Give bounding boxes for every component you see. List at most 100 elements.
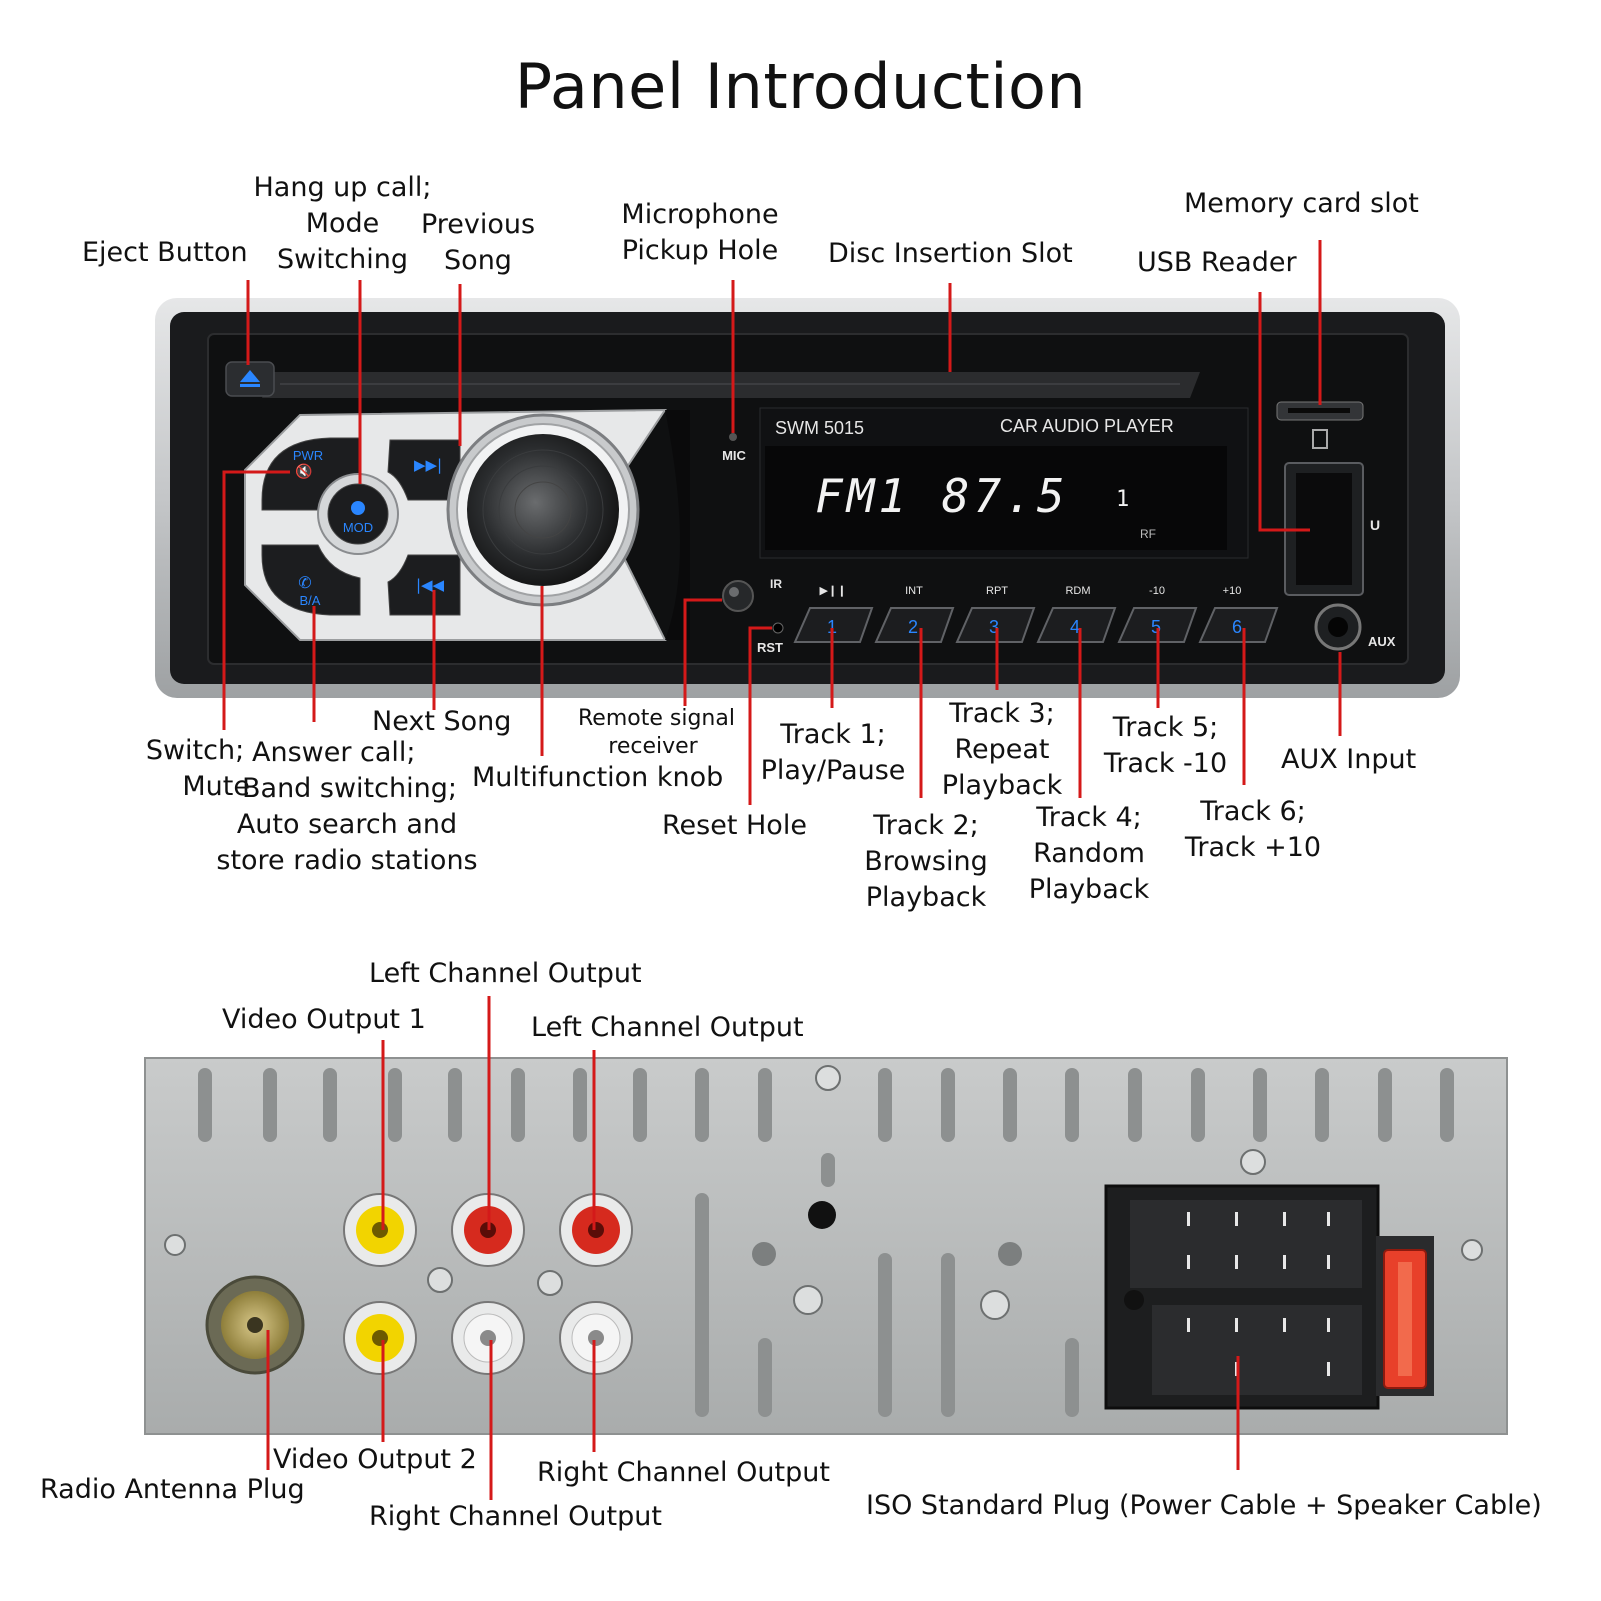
usb-label: U	[1370, 517, 1380, 533]
ba-label: B/A	[300, 593, 321, 608]
track-4-button[interactable]	[1036, 607, 1117, 643]
label-line: Browsing	[864, 846, 988, 877]
label-line: store radio stations	[216, 845, 478, 876]
lcd-frequency: FM1 87.5	[815, 469, 1069, 523]
rca-right-2[interactable]	[451, 1301, 525, 1375]
label-line: Pickup Hole	[621, 235, 779, 266]
callout-lines	[222, 240, 1342, 1500]
skip-forward-icon: ▶▶|	[414, 456, 442, 474]
rca-right-1[interactable]	[559, 1301, 633, 1375]
label-line: Mute	[182, 771, 250, 802]
label-line: Track -10	[1103, 748, 1228, 779]
label-left-channel-1: Left Channel Output	[369, 958, 642, 989]
label-line: Auto search and	[236, 809, 458, 840]
track-6-number: 6	[1232, 617, 1242, 637]
sd-card-icon	[1312, 429, 1328, 449]
track-4-number: 4	[1070, 617, 1080, 637]
label-line: Random	[1033, 838, 1145, 869]
microphone-hole	[729, 433, 737, 441]
rst-label: RST	[757, 640, 783, 655]
label-switch-mute: Switch; Mute	[140, 733, 250, 805]
track-6-button[interactable]	[1198, 607, 1279, 643]
label-eject-button: Eject Button	[82, 237, 248, 268]
label-track-5: Track 5; Track -10	[1098, 710, 1233, 782]
rca-video-1[interactable]	[343, 1193, 417, 1267]
answer-call-button[interactable]	[261, 544, 361, 616]
reset-hole[interactable]	[772, 622, 784, 634]
label-track-1: Track 1; Play/Pause	[758, 717, 908, 789]
label-line: Track +10	[1184, 832, 1322, 863]
label-line: Switching	[276, 244, 409, 275]
label-line: receiver	[608, 734, 698, 759]
fn-label-2: INT	[905, 585, 923, 597]
label-multifunction-knob: Multifunction knob	[472, 762, 724, 793]
label-usb-reader: USB Reader	[1137, 247, 1297, 278]
eject-icon	[240, 370, 260, 382]
label-line: Hang up call;	[253, 172, 432, 203]
fn-label-row: ▶❙❙ INT RPT RDM -10 +10	[820, 585, 1242, 597]
mode-icon	[351, 501, 365, 515]
label-line: Playback	[941, 770, 1063, 801]
lcd-display	[765, 446, 1227, 550]
label-line: Track 2;	[873, 810, 979, 841]
fn-label-6: +10	[1223, 585, 1242, 597]
label-track-3: Track 3; Repeat Playback	[937, 696, 1067, 804]
label-line: Track 5;	[1112, 712, 1219, 743]
label-line: Song	[444, 245, 512, 276]
pwr-label: PWR	[293, 448, 323, 463]
aux-label: AUX	[1368, 634, 1396, 649]
label-reset-hole: Reset Hole	[662, 810, 807, 841]
fn-label-3: RPT	[986, 585, 1008, 597]
model-label: SWM 5015	[775, 418, 864, 438]
label-mode-switching: Hang up call; Mode Switching	[250, 170, 435, 278]
label-radio-antenna: Radio Antenna Plug	[40, 1474, 305, 1505]
remote-receiver	[722, 580, 754, 612]
rf-indicator: RF	[1140, 527, 1156, 541]
label-track-2: Track 2; Browsing Playback	[858, 808, 994, 916]
track-1-number: 1	[827, 617, 837, 637]
track-5-button[interactable]	[1117, 607, 1198, 643]
label-line: Playback	[1028, 874, 1150, 905]
track-1-button[interactable]	[793, 607, 874, 643]
lcd-channel: 1	[1116, 487, 1129, 512]
track-3-number: 3	[989, 617, 999, 637]
label-line: Answer call;	[252, 737, 416, 768]
label-line: Track 3;	[949, 698, 1055, 729]
label-line: Mode	[305, 208, 380, 239]
label-microphone: Microphone Pickup Hole	[612, 197, 788, 269]
fn-label-4: RDM	[1065, 585, 1090, 597]
rca-left-2[interactable]	[559, 1193, 633, 1267]
label-aux-input: AUX Input	[1281, 744, 1417, 775]
label-line: Switch;	[145, 735, 245, 766]
label-line: Microphone	[621, 199, 779, 230]
label-answer-call: Answer call; Band switching; Auto search…	[212, 735, 482, 879]
rca-video-2[interactable]	[343, 1301, 417, 1375]
track-2-button[interactable]	[874, 607, 955, 643]
label-left-channel-2: Left Channel Output	[531, 1012, 804, 1043]
ir-label: IR	[770, 577, 782, 591]
previous-song-button[interactable]	[387, 439, 461, 501]
label-line: Track 1;	[780, 719, 886, 750]
fn-label-1: ▶❙❙	[820, 585, 847, 597]
next-song-button[interactable]	[387, 554, 461, 616]
label-memory-card-slot: Memory card slot	[1184, 188, 1419, 219]
label-track-6: Track 6; Track +10	[1183, 794, 1323, 866]
track-3-button[interactable]	[955, 607, 1036, 643]
label-line: Track 6;	[1200, 796, 1306, 827]
label-next-song: Next Song	[372, 706, 512, 737]
multifunction-knob[interactable]	[467, 434, 619, 586]
label-right-channel-2: Right Channel Output	[369, 1501, 662, 1532]
product-name: CAR AUDIO PLAYER	[1000, 416, 1174, 436]
label-line: Repeat	[954, 734, 1050, 765]
label-video-output-1: Video Output 1	[222, 1004, 426, 1035]
label-previous-song: Previous Song	[418, 207, 538, 279]
front-panel: PWR 🔇 ▶▶| ✆ B/A |◀◀ MOD MIC SWM 5015 CAR…	[155, 298, 1460, 698]
phone-icon: ✆	[298, 573, 311, 592]
label-disc-slot: Disc Insertion Slot	[828, 238, 1073, 269]
label-line: Track 4;	[1036, 802, 1142, 833]
fn-label-5: -10	[1149, 585, 1165, 597]
label-line: Previous	[420, 209, 536, 240]
mute-icon: 🔇	[295, 463, 312, 480]
track-2-number: 2	[908, 617, 918, 637]
